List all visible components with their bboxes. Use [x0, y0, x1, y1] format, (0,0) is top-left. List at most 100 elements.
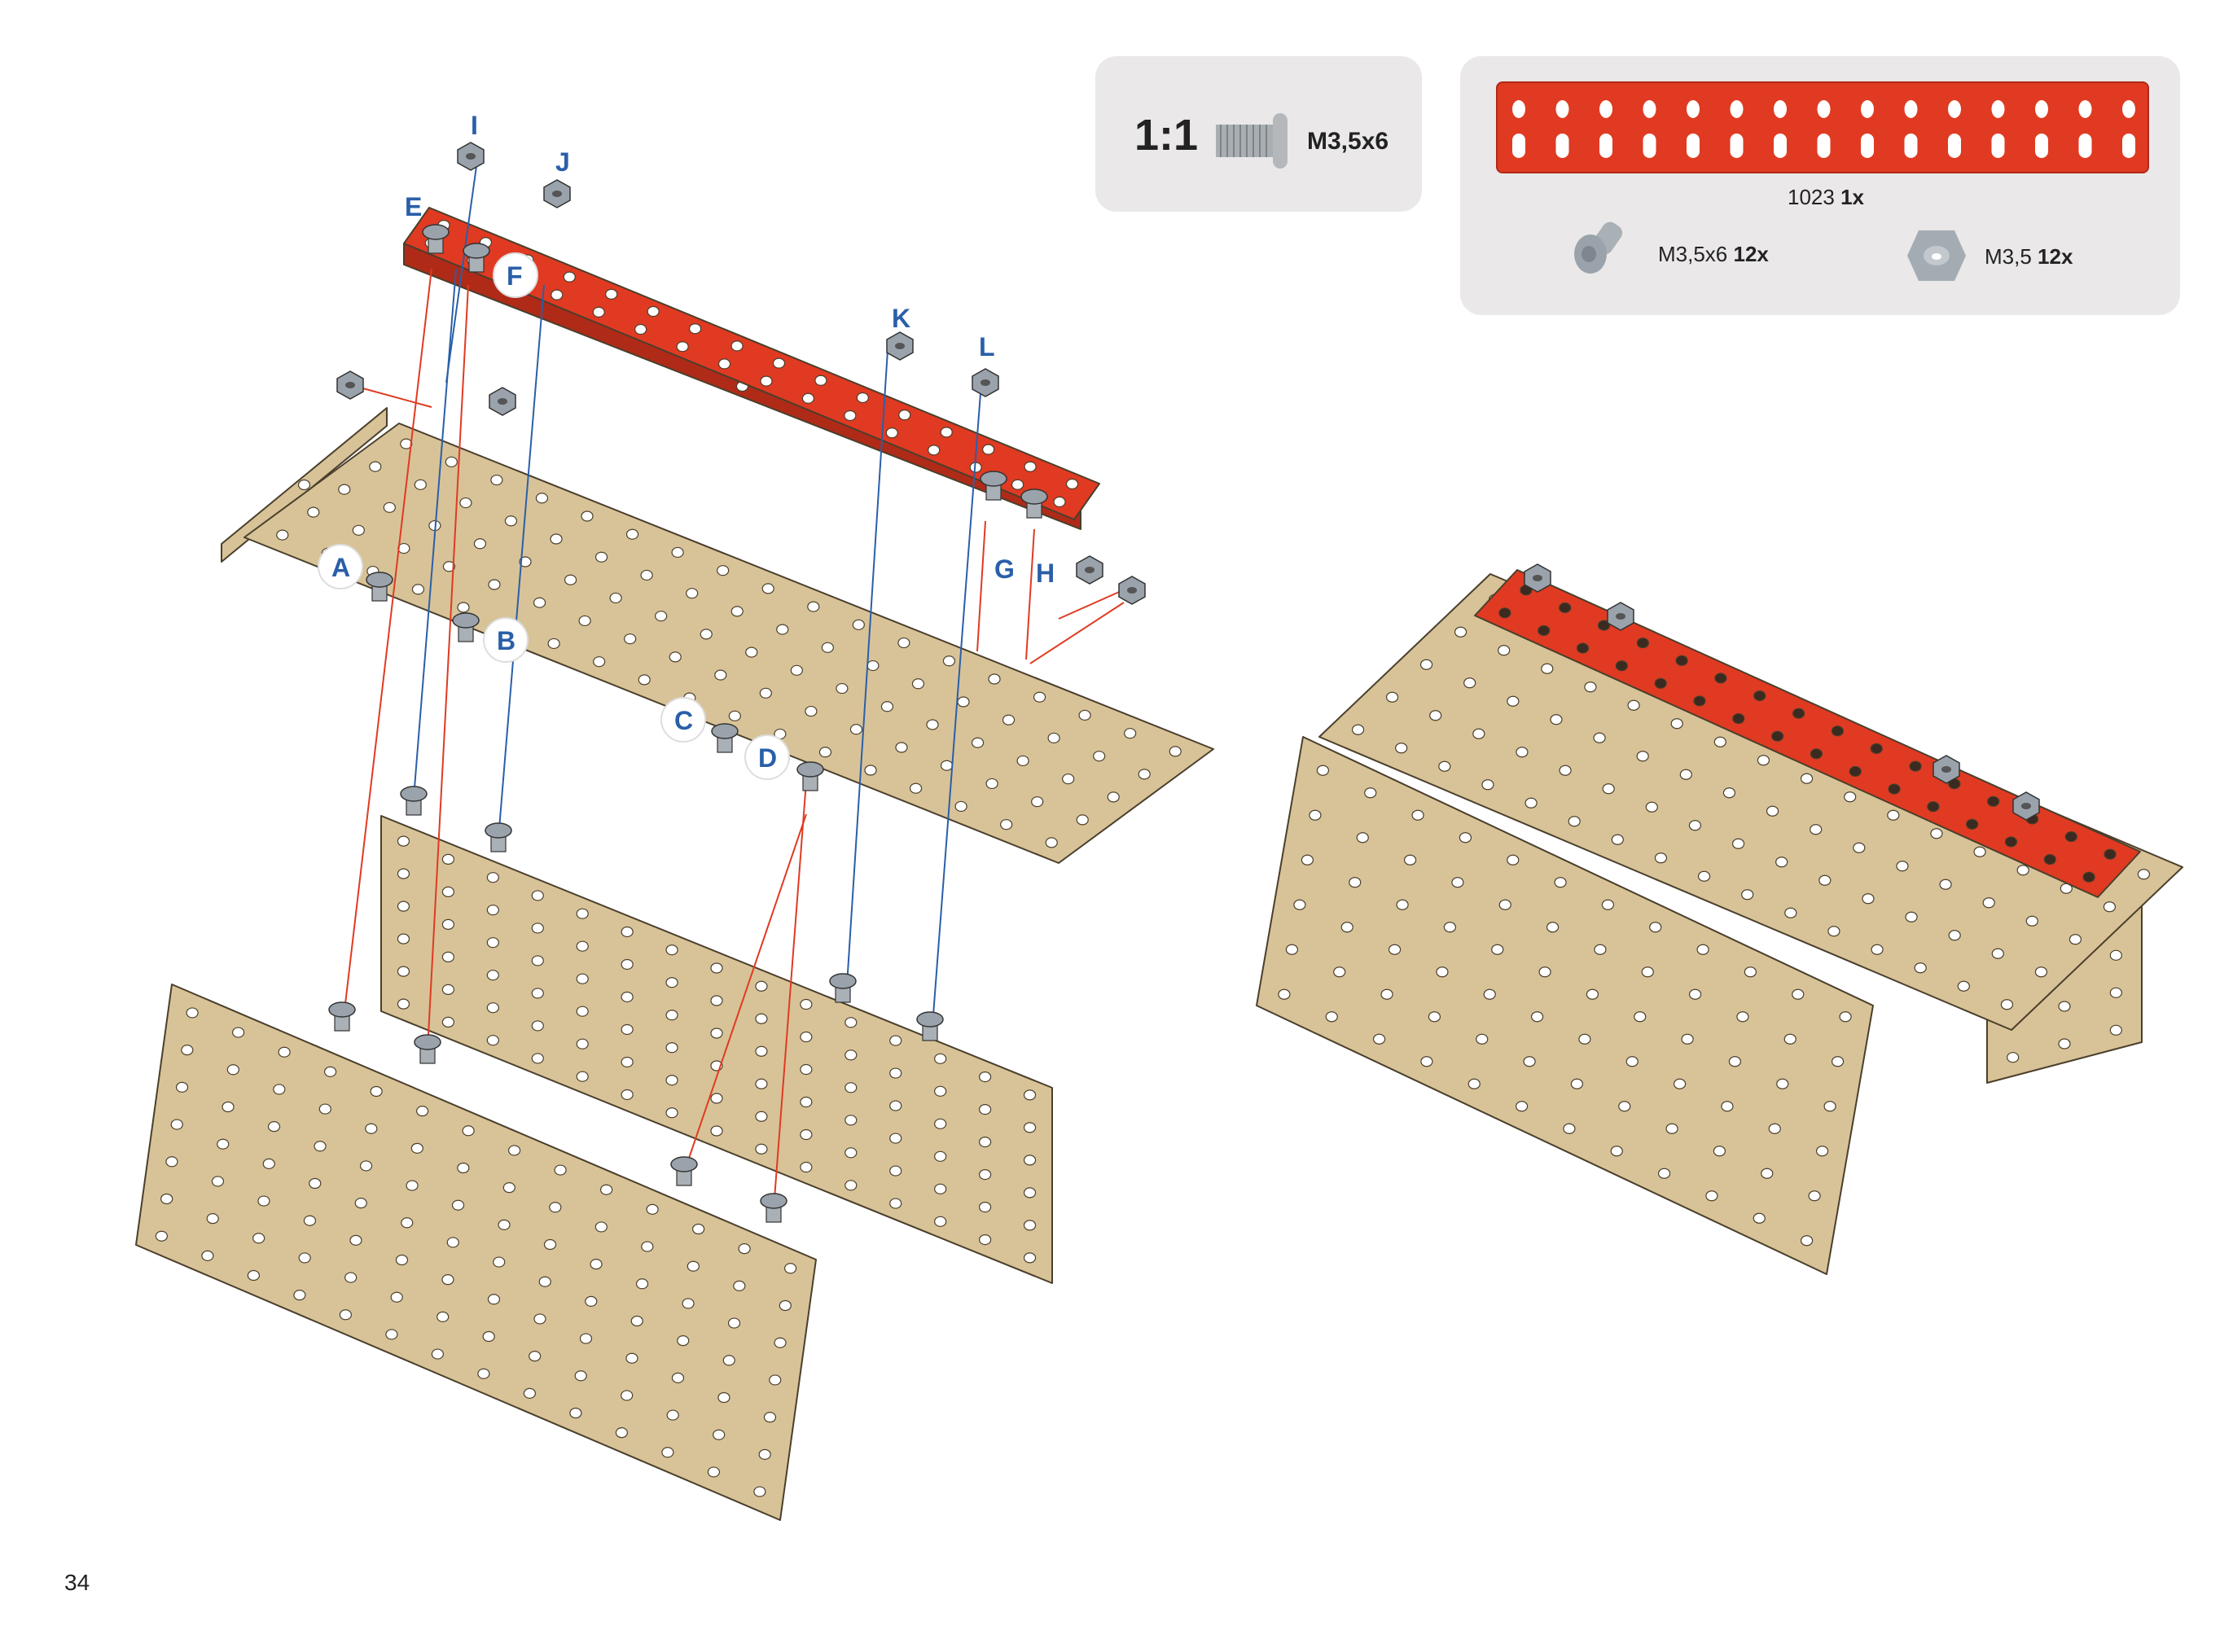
- hole: [1601, 899, 1615, 910]
- hole: [1428, 1011, 1441, 1023]
- hole: [1023, 1155, 1037, 1166]
- slot: [1817, 134, 1831, 158]
- hole: [1138, 769, 1151, 780]
- hole: [201, 1250, 214, 1261]
- hole: [554, 1164, 567, 1176]
- hole: [761, 583, 774, 594]
- assembled-red-plate: [1474, 569, 2141, 898]
- hole: [940, 760, 954, 771]
- hole: [482, 1330, 495, 1343]
- hole: [1775, 857, 1788, 868]
- hole: [1436, 966, 1449, 978]
- hole: [1016, 755, 1029, 767]
- hole: [800, 1096, 813, 1108]
- hole: [1761, 1168, 1774, 1179]
- blue-guide-line: [413, 268, 457, 799]
- hole: [314, 1141, 327, 1152]
- label-b: B: [483, 617, 529, 663]
- svg-text:D: D: [758, 743, 777, 773]
- hole: [397, 933, 410, 944]
- hole: [1555, 100, 1569, 118]
- hole: [2058, 1038, 2071, 1049]
- hole: [1753, 1212, 1766, 1224]
- hole: [1909, 760, 1922, 772]
- hole: [1403, 854, 1417, 865]
- hole: [759, 687, 772, 699]
- slot: [1774, 134, 1787, 158]
- hole: [1728, 1056, 1742, 1067]
- hole: [1463, 677, 1476, 689]
- hole: [576, 973, 589, 984]
- hole: [370, 1085, 383, 1098]
- screw-icon: [711, 723, 739, 753]
- hole: [1831, 725, 1845, 737]
- hole: [592, 306, 605, 318]
- hole: [1800, 773, 1814, 784]
- hole: [1649, 922, 1662, 933]
- hole: [1530, 1011, 1544, 1023]
- red-guide-line: [683, 813, 807, 1173]
- hole: [446, 1237, 459, 1248]
- hole: [625, 1352, 638, 1364]
- part-1023-line: 1023 1x: [1788, 185, 1864, 210]
- hole: [885, 427, 898, 439]
- hole: [563, 271, 576, 283]
- hole: [504, 515, 518, 527]
- hole: [533, 1313, 546, 1325]
- hole: [1693, 695, 1706, 707]
- slot: [1991, 134, 2005, 158]
- hole: [431, 1348, 444, 1360]
- assembled-front-plate-body: [1256, 736, 1874, 1275]
- hole: [730, 606, 744, 617]
- hole: [397, 900, 410, 912]
- hole: [1982, 897, 1995, 909]
- hole: [634, 323, 647, 335]
- label-k: K: [892, 304, 910, 333]
- hole: [934, 1118, 947, 1129]
- hole: [276, 529, 289, 541]
- hole: [462, 1125, 475, 1137]
- hole: [531, 1053, 544, 1064]
- hole: [707, 1466, 720, 1478]
- part-id: 1023: [1788, 185, 1835, 209]
- hole: [1278, 988, 1291, 1000]
- hole: [437, 1311, 450, 1322]
- hole: [2137, 869, 2151, 880]
- hole: [551, 289, 564, 300]
- nut-icon: [1907, 230, 1966, 281]
- hole: [1736, 1011, 1749, 1023]
- hole: [814, 375, 827, 386]
- hole: [508, 1145, 521, 1156]
- hole: [1713, 1146, 1726, 1157]
- hole: [971, 737, 985, 748]
- hole: [755, 1143, 768, 1155]
- hole: [594, 1221, 608, 1233]
- hole: [354, 1198, 367, 1209]
- hole: [1047, 732, 1060, 744]
- hole: [1849, 765, 1862, 778]
- hole: [1372, 1033, 1386, 1045]
- slot: [2035, 134, 2048, 158]
- red-plate-1023-body: [403, 207, 1100, 520]
- hole: [710, 1028, 723, 1039]
- hole: [889, 1165, 902, 1177]
- hole: [414, 479, 427, 490]
- hole: [1498, 607, 1511, 619]
- screw-icon: [414, 1034, 441, 1064]
- blue-guide-line: [932, 382, 982, 1027]
- hole: [226, 1064, 239, 1076]
- hole: [760, 375, 773, 387]
- hole: [1024, 461, 1037, 472]
- screw-icon: [916, 1011, 944, 1041]
- hole: [590, 1259, 603, 1270]
- hole: [441, 1016, 455, 1028]
- hole: [1665, 1123, 1678, 1134]
- hole: [523, 1387, 536, 1399]
- hole: [625, 528, 639, 540]
- hole: [352, 524, 365, 536]
- hole: [1991, 948, 2004, 959]
- label-i: I: [471, 111, 478, 140]
- slot: [1599, 134, 1612, 158]
- hole: [303, 1215, 317, 1226]
